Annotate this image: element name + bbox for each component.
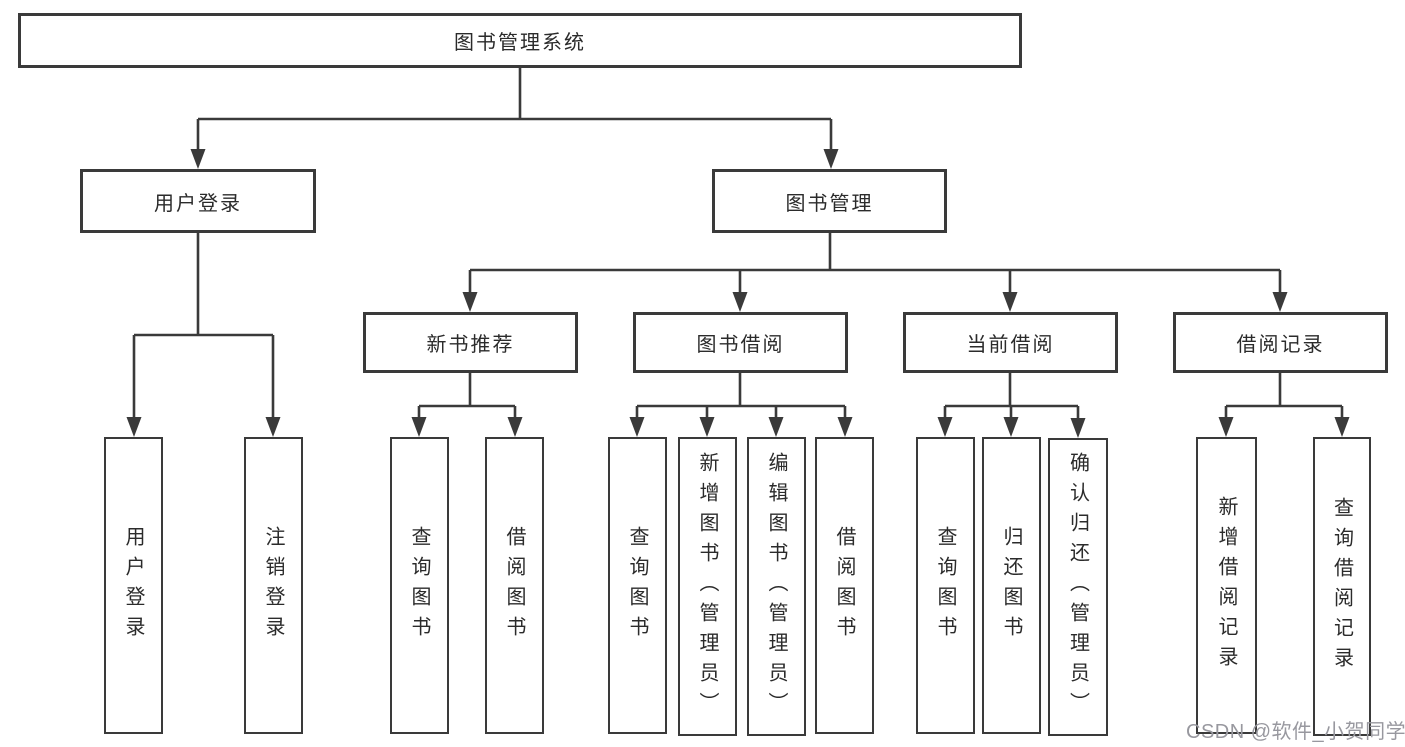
leaf-current-query-books: 查询图书 bbox=[916, 437, 975, 734]
leaf-newbooks-query-books: 查询图书 bbox=[390, 437, 449, 734]
leaf-user-login: 用户登录 bbox=[104, 437, 163, 734]
node-book-management: 图书管理 bbox=[712, 169, 947, 233]
connector-root-to-level1 bbox=[190, 68, 839, 169]
connector-current-borrow-branch bbox=[937, 373, 1086, 438]
node-user-login: 用户登录 bbox=[80, 169, 316, 233]
node-book-borrowing: 图书借阅 bbox=[633, 312, 848, 373]
connector-user-login-branch bbox=[126, 233, 281, 437]
leaf-current-confirm-return-admin: 确认归还（管理员） bbox=[1048, 438, 1108, 736]
node-borrowing-records: 借阅记录 bbox=[1173, 312, 1388, 373]
connector-book-management-branch bbox=[462, 233, 1288, 312]
leaf-borrowing-borrow-books: 借阅图书 bbox=[815, 437, 874, 734]
leaf-borrowing-edit-book-admin: 编辑图书（管理员） bbox=[747, 437, 806, 736]
leaf-borrowing-query-books: 查询图书 bbox=[608, 437, 667, 734]
leaf-borrowing-add-book-admin: 新增图书（管理员） bbox=[678, 437, 737, 736]
connector-new-books-branch bbox=[411, 373, 523, 437]
leaf-current-return-books: 归还图书 bbox=[982, 437, 1041, 734]
leaf-newbooks-borrow-books: 借阅图书 bbox=[485, 437, 544, 734]
leaf-records-add-record: 新增借阅记录 bbox=[1196, 437, 1257, 734]
csdn-watermark: CSDN @软件_小贺同学 bbox=[1186, 721, 1405, 743]
node-new-book-recommendation: 新书推荐 bbox=[363, 312, 578, 373]
leaf-logout: 注销登录 bbox=[244, 437, 303, 734]
node-book-management-system: 图书管理系统 bbox=[18, 13, 1022, 68]
node-current-borrowing: 当前借阅 bbox=[903, 312, 1118, 373]
leaf-records-query-record: 查询借阅记录 bbox=[1313, 437, 1371, 736]
connector-borrow-records-branch bbox=[1218, 373, 1350, 437]
connector-book-borrow-branch bbox=[629, 373, 853, 437]
